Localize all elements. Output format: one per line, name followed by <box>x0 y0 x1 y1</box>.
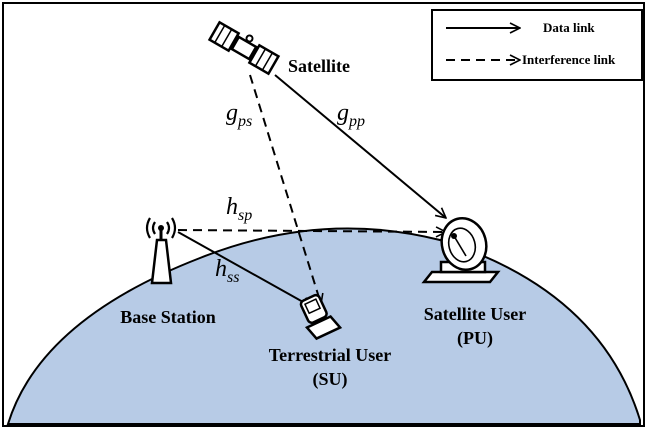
satellite-user-label: Satellite User <box>424 304 526 324</box>
mobile-phone-icon <box>299 293 343 341</box>
legend: Data link Interference link <box>431 9 643 81</box>
h-ss-label: hss <box>215 256 239 286</box>
satellite-user-tag: (PU) <box>457 328 493 349</box>
legend-interference-link-label: Interference link <box>522 52 616 67</box>
legend-data-link-label: Data link <box>543 20 595 35</box>
satellite-dish-icon <box>421 216 501 284</box>
g-pp-label: gpp <box>337 100 365 130</box>
h-sp-label: hsp <box>226 194 252 224</box>
terrestrial-user-label: Terrestrial User <box>269 345 391 365</box>
antenna-tower-icon <box>145 217 177 285</box>
legend-box <box>431 9 643 81</box>
g-ps-label: gps <box>226 100 252 130</box>
terrestrial-user-tag: (SU) <box>313 369 348 390</box>
satellite-label: Satellite <box>288 56 350 76</box>
link-g-ps <box>249 74 321 304</box>
link-g-pp <box>274 74 446 218</box>
satellite-icon <box>207 20 281 76</box>
link-h-ss <box>177 231 312 307</box>
base-station-label: Base Station <box>120 307 216 327</box>
